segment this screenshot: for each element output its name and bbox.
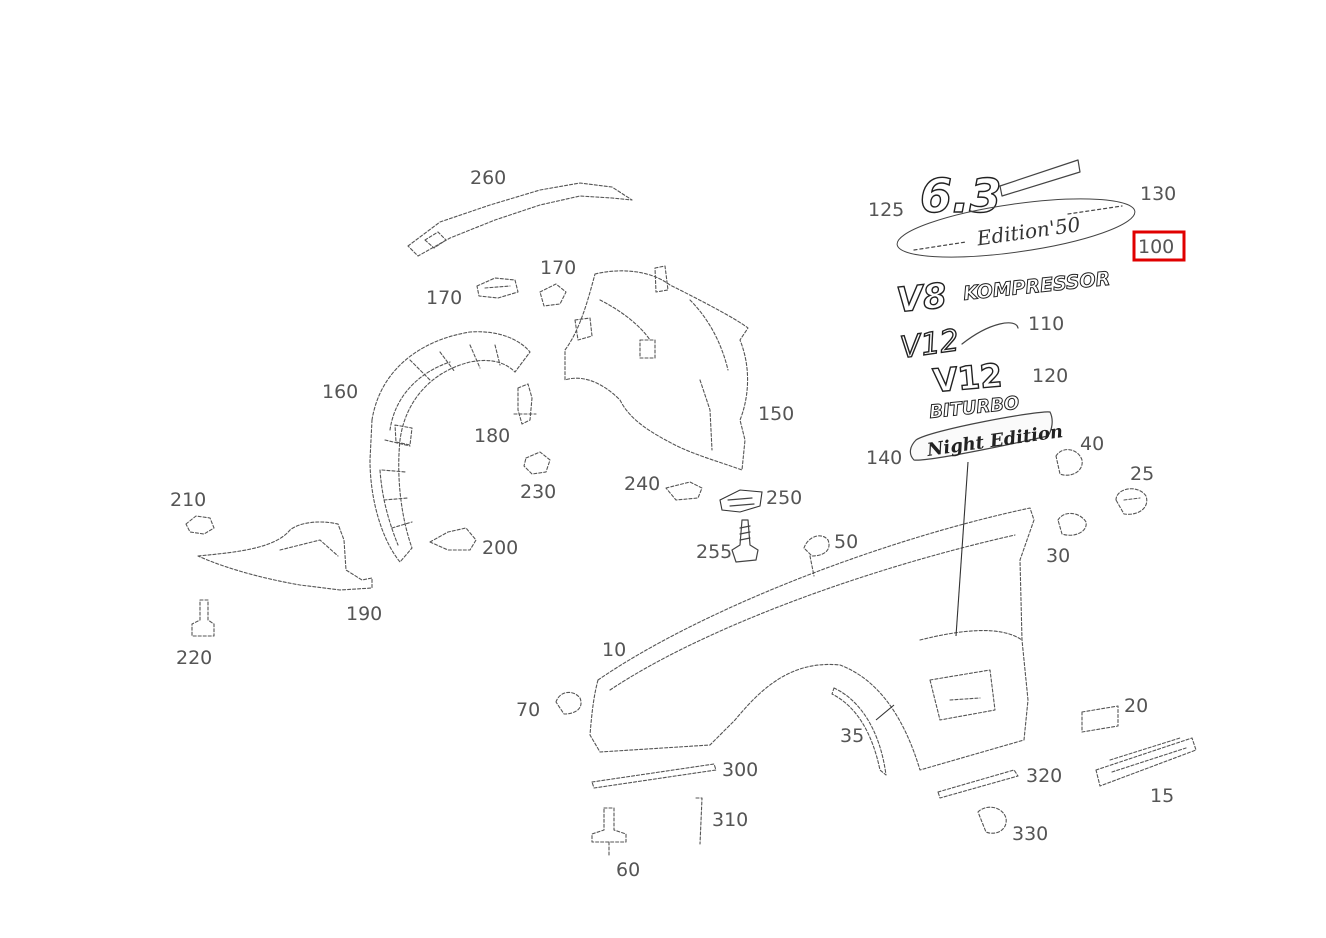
part-70-clip[interactable] <box>555 691 582 715</box>
callout-160[interactable]: 160 <box>322 381 358 403</box>
part-320-strip[interactable] <box>937 769 1019 799</box>
callout-255[interactable]: 255 <box>696 541 732 563</box>
part-250-clip[interactable] <box>719 489 763 513</box>
part-100-badge-v8-kompressor[interactable]: V8 KOMPRESSOR <box>894 267 1112 321</box>
callout-20[interactable]: 20 <box>1124 695 1148 717</box>
selected-callout-highlight <box>1132 230 1186 262</box>
callout-150[interactable]: 150 <box>758 403 794 425</box>
part-20-cap[interactable] <box>1081 705 1119 733</box>
part-210-clip[interactable] <box>185 515 215 535</box>
part-170-clip-right[interactable] <box>539 283 567 307</box>
part-50-clip[interactable] <box>803 535 830 577</box>
part-60-screw[interactable] <box>591 807 627 857</box>
callout-320[interactable]: 320 <box>1026 765 1062 787</box>
leader-lines <box>875 461 969 721</box>
part-310-pin[interactable] <box>695 797 703 845</box>
callout-40[interactable]: 40 <box>1080 433 1104 455</box>
part-160-wheel-arch-liner[interactable] <box>369 331 531 563</box>
callout-110[interactable]: 110 <box>1028 313 1064 335</box>
part-170-clip-left[interactable] <box>476 277 519 299</box>
badge-v8-text: V8 <box>895 276 949 321</box>
callout-170-right[interactable]: 170 <box>540 257 576 279</box>
callout-170-left[interactable]: 170 <box>426 287 462 309</box>
part-255-screw[interactable] <box>731 519 759 563</box>
callout-60[interactable]: 60 <box>616 859 640 881</box>
part-150-front-liner[interactable] <box>564 265 749 471</box>
callout-250[interactable]: 250 <box>766 487 802 509</box>
callout-310[interactable]: 310 <box>712 809 748 831</box>
callout-240[interactable]: 240 <box>624 473 660 495</box>
part-190-lower-panel[interactable] <box>197 521 373 591</box>
part-200-clip[interactable] <box>429 527 477 551</box>
part-180-bolt[interactable] <box>513 383 537 425</box>
part-35-moulding[interactable] <box>831 687 887 776</box>
callout-30[interactable]: 30 <box>1046 545 1070 567</box>
badge-63-text: 6.3 <box>920 169 1002 223</box>
part-30-clip[interactable] <box>1057 512 1087 536</box>
part-330-clip[interactable] <box>977 806 1007 834</box>
callout-labels: 260 170 170 160 180 230 150 240 250 255 … <box>170 167 1176 881</box>
callout-260[interactable]: 260 <box>470 167 506 189</box>
callout-25[interactable]: 25 <box>1130 463 1154 485</box>
callout-50[interactable]: 50 <box>834 531 858 553</box>
callout-70[interactable]: 70 <box>516 699 540 721</box>
badge-kompressor-text: KOMPRESSOR <box>962 268 1111 305</box>
part-120-badge-v12-biturbo[interactable]: V12 BITURBO <box>928 355 1021 423</box>
part-240-fastener[interactable] <box>665 481 703 501</box>
callout-210[interactable]: 210 <box>170 489 206 511</box>
part-125-badge-63[interactable]: 6.3 <box>919 159 1081 224</box>
part-300-strip[interactable] <box>591 763 717 789</box>
part-40-clip[interactable] <box>1055 449 1083 476</box>
callout-230[interactable]: 230 <box>520 481 556 503</box>
callout-10[interactable]: 10 <box>602 639 626 661</box>
callout-130[interactable]: 130 <box>1140 183 1176 205</box>
callout-125[interactable]: 125 <box>868 199 904 221</box>
callout-200[interactable]: 200 <box>482 537 518 559</box>
part-15-side-emblem[interactable] <box>1095 737 1197 787</box>
badge-v12-text: V12 <box>931 356 1003 400</box>
callout-35[interactable]: 35 <box>840 725 864 747</box>
callout-190[interactable]: 190 <box>346 603 382 625</box>
callout-15[interactable]: 15 <box>1150 785 1174 807</box>
part-25-grommet[interactable] <box>1115 488 1148 515</box>
part-230-nut[interactable] <box>523 451 551 475</box>
part-260-liner-strip[interactable] <box>407 182 633 257</box>
callout-120[interactable]: 120 <box>1032 365 1068 387</box>
callout-100[interactable]: 100 <box>1138 236 1174 258</box>
callout-140[interactable]: 140 <box>866 447 902 469</box>
callout-330[interactable]: 330 <box>1012 823 1048 845</box>
callout-300[interactable]: 300 <box>722 759 758 781</box>
part-10-front-fender[interactable] <box>589 507 1035 771</box>
callout-180[interactable]: 180 <box>474 425 510 447</box>
callout-220[interactable]: 220 <box>176 647 212 669</box>
part-220-screw[interactable] <box>191 599 215 637</box>
